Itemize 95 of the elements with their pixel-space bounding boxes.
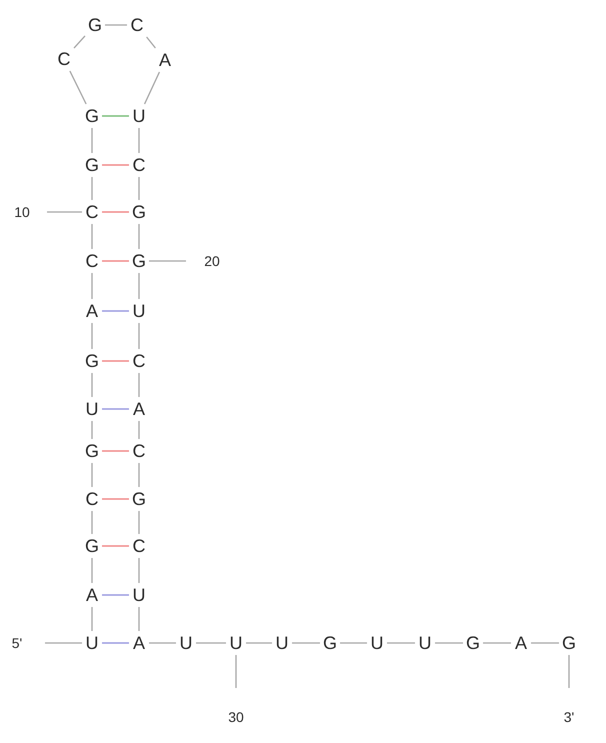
backbone-line xyxy=(138,128,140,153)
nucleotide-letter: U xyxy=(86,634,98,652)
nucleotide-letter: G xyxy=(132,252,146,270)
base-pair-bond xyxy=(102,450,129,452)
nucleotide-letter: G xyxy=(85,107,99,125)
backbone-line xyxy=(91,558,93,583)
backbone-line xyxy=(91,224,93,249)
nucleotide-letter: A xyxy=(133,634,145,652)
base-pair-bond xyxy=(102,498,129,500)
position-label: 10 xyxy=(14,205,30,219)
backbone-line xyxy=(74,36,86,48)
base-pair-bond xyxy=(102,211,129,213)
nucleotide-letter: U xyxy=(86,400,98,418)
nucleotide-letter: A xyxy=(86,586,98,604)
backbone-line xyxy=(138,421,140,439)
backbone-line xyxy=(149,260,186,262)
backbone-line xyxy=(138,224,140,249)
backbone-line xyxy=(45,642,82,644)
nucleotide-letter: U xyxy=(418,634,432,652)
nucleotide-letter: A xyxy=(515,634,527,652)
backbone-line xyxy=(138,273,140,299)
position-label: 5' xyxy=(12,636,22,650)
base-pair-bond xyxy=(102,408,129,410)
backbone-line xyxy=(138,323,140,349)
backbone-line xyxy=(105,24,127,26)
position-label: 3' xyxy=(564,710,574,724)
backbone-line xyxy=(531,642,559,644)
backbone-line xyxy=(146,36,156,48)
backbone-line xyxy=(483,642,511,644)
backbone-line xyxy=(91,128,93,153)
backbone-line xyxy=(387,642,415,644)
backbone-line xyxy=(235,655,237,688)
backbone-line xyxy=(149,642,176,644)
nucleotide-letter: A xyxy=(133,400,145,418)
nucleotide-letter: C xyxy=(86,490,98,508)
backbone-line xyxy=(144,72,160,104)
nucleotide-letter: C xyxy=(130,16,144,34)
backbone-line xyxy=(91,463,93,487)
base-pair-bond xyxy=(102,260,129,262)
nucleotide-letter: U xyxy=(132,302,146,320)
base-pair-bond xyxy=(102,545,129,547)
nucleotide-letter: U xyxy=(132,586,146,604)
nucleotide-letter: U xyxy=(230,634,242,652)
nucleotide-letter: A xyxy=(159,51,171,69)
nucleotide-letter: U xyxy=(276,634,288,652)
backbone-line xyxy=(138,177,140,200)
nucleotide-letter: G xyxy=(132,490,146,508)
backbone-line xyxy=(196,642,226,644)
nucleotide-letter: G xyxy=(562,634,576,652)
position-label: 30 xyxy=(228,710,244,724)
backbone-line xyxy=(91,273,93,299)
backbone-line xyxy=(568,655,570,688)
backbone-line xyxy=(138,511,140,534)
nucleotide-letter: C xyxy=(132,352,146,370)
nucleotide-letter: U xyxy=(132,107,146,125)
nucleotide-letter: G xyxy=(132,203,146,221)
backbone-line xyxy=(91,373,93,397)
backbone-line xyxy=(138,607,140,631)
nucleotide-letter: G xyxy=(323,634,337,652)
nucleotide-letter: C xyxy=(132,537,146,555)
nucleotide-letter: C xyxy=(132,156,146,174)
base-pair-bond xyxy=(102,594,129,596)
nucleotide-letter: C xyxy=(58,50,70,68)
nucleotide-letter: A xyxy=(86,302,98,320)
nucleotide-letter: G xyxy=(466,634,480,652)
base-pair-bond xyxy=(102,310,129,312)
base-pair-bond xyxy=(102,642,129,644)
position-label: 20 xyxy=(204,254,220,268)
backbone-line xyxy=(246,642,272,644)
backbone-line xyxy=(91,421,93,439)
backbone-line xyxy=(91,607,93,631)
nucleotide-letter: U xyxy=(180,634,192,652)
nucleotide-letter: G xyxy=(85,352,99,370)
backbone-line xyxy=(91,511,93,534)
backbone-line xyxy=(47,211,82,213)
backbone-line xyxy=(292,642,320,644)
nucleotide-letter: C xyxy=(132,442,146,460)
backbone-line xyxy=(91,323,93,349)
base-pair-bond xyxy=(102,164,129,166)
backbone-line xyxy=(138,558,140,583)
nucleotide-letter: G xyxy=(88,16,102,34)
nucleotide-letter: C xyxy=(86,252,98,270)
backbone-line xyxy=(340,642,367,644)
nucleotide-letter: G xyxy=(85,156,99,174)
backbone-line xyxy=(138,373,140,397)
backbone-line xyxy=(91,177,93,200)
nucleotide-letter: C xyxy=(86,203,98,221)
nucleotide-letter: U xyxy=(370,634,384,652)
backbone-line xyxy=(435,642,463,644)
backbone-line xyxy=(69,70,87,104)
nucleotide-letter: G xyxy=(85,442,99,460)
nucleotide-letter: G xyxy=(85,537,99,555)
backbone-line xyxy=(138,463,140,487)
base-pair-bond xyxy=(102,360,129,362)
base-pair-bond xyxy=(102,115,129,117)
